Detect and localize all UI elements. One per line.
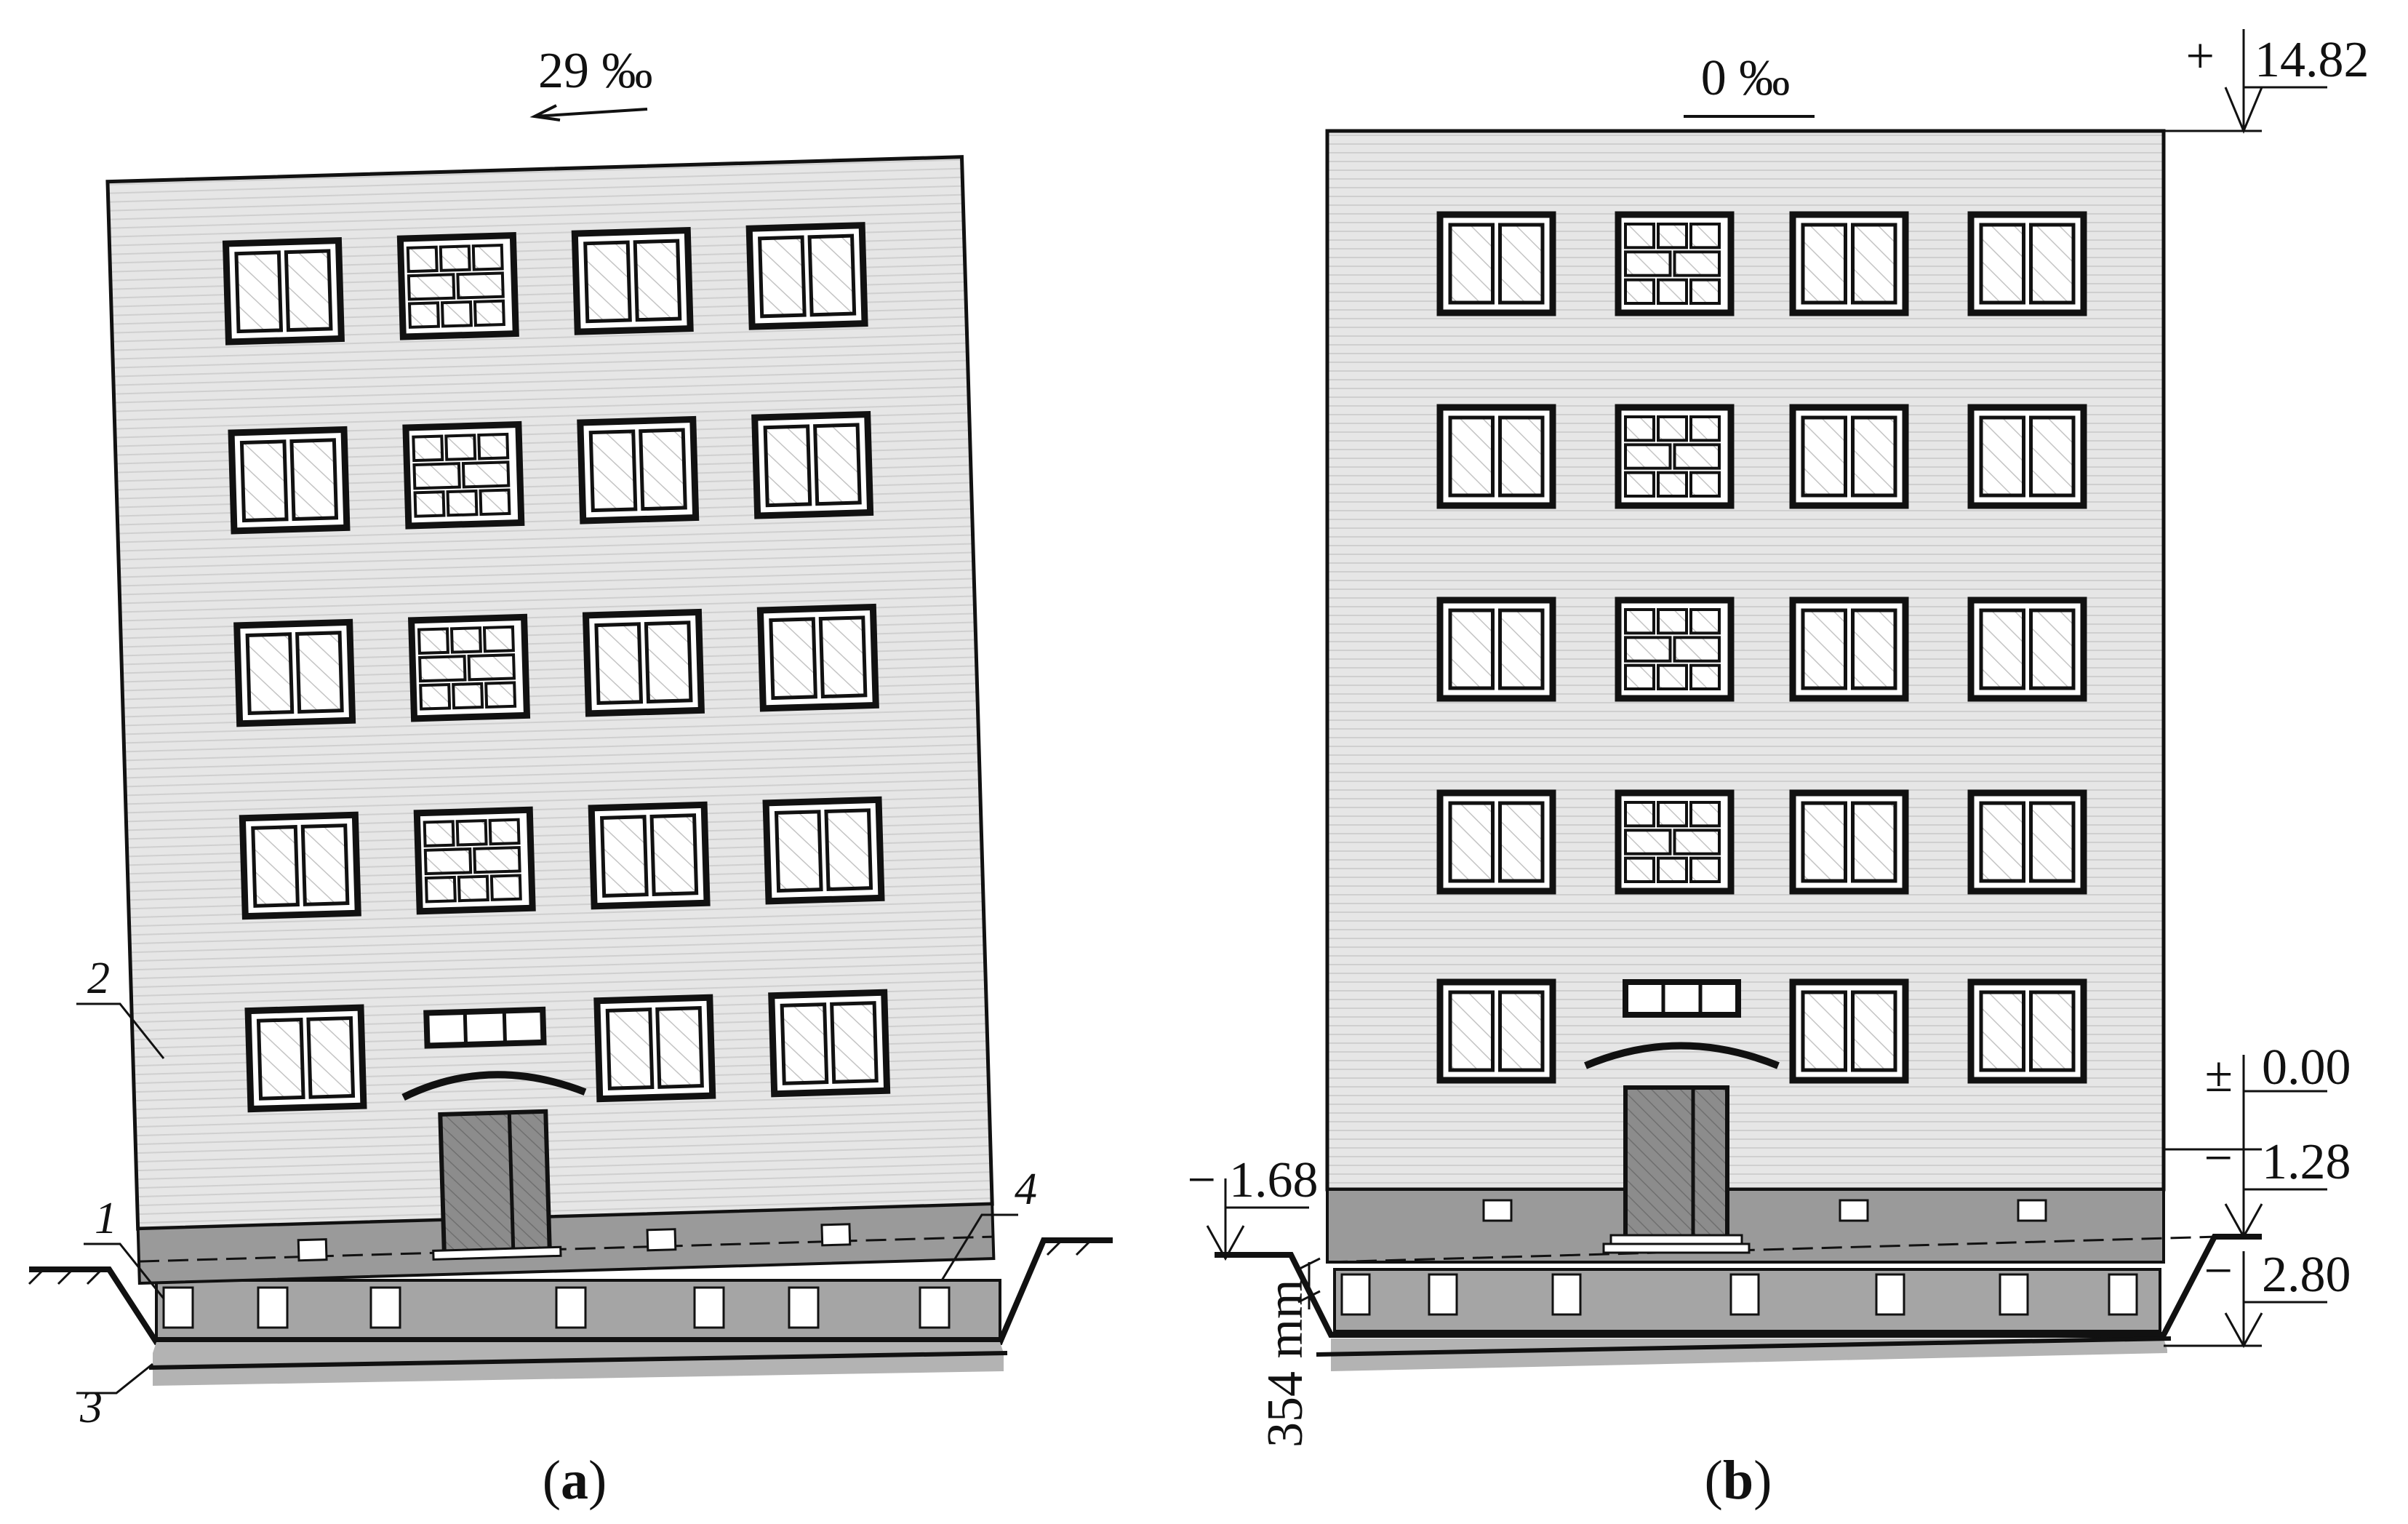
double-window — [768, 989, 891, 1098]
panel-b-windows — [1436, 211, 2087, 1084]
panel-a-caption: (a) — [543, 1450, 607, 1511]
glass-block-window — [1615, 404, 1735, 509]
double-window — [1436, 211, 1556, 316]
double-window — [1789, 404, 1909, 509]
double-window — [1789, 978, 1909, 1084]
double-window — [582, 608, 705, 717]
double-window — [571, 227, 694, 335]
panel-b-foundation — [1215, 1234, 2262, 1371]
glass-block-window — [407, 613, 531, 722]
gap-dimension-label: 354 mm — [1257, 1280, 1313, 1448]
double-window — [1967, 597, 2087, 702]
callout-1: 1 — [95, 1194, 117, 1243]
panel-b-door — [1602, 1085, 1751, 1254]
panel-a-slope-annotation: 29 ‰ — [529, 43, 653, 121]
elevation-zero-sign: ± — [2205, 1047, 2233, 1103]
glass-block-window — [396, 231, 519, 340]
double-window — [1967, 211, 2087, 316]
glass-block-window — [1615, 597, 1735, 702]
double-window — [1789, 789, 1909, 895]
panel-a-tilted-building: 29 ‰ 2 1 3 4 (a) — [28, 43, 1113, 1511]
callout-4: 4 — [1015, 1165, 1037, 1214]
double-window — [1967, 404, 2087, 509]
double-window — [756, 603, 879, 712]
panel-b-canopy — [1584, 1042, 1780, 1069]
double-window — [1789, 211, 1909, 316]
elevation-left-sign: − — [1188, 1152, 1216, 1208]
panel-a-door — [432, 1109, 562, 1261]
panel-a-canopy — [401, 1071, 587, 1101]
callout-3: 3 — [79, 1383, 103, 1432]
panel-b-slope-annotation: 0 ‰ — [1684, 50, 1815, 118]
elevation-top-label: 14.82 — [2255, 32, 2369, 88]
elevation-2-label: 2.80 — [2262, 1247, 2351, 1303]
double-window — [593, 994, 716, 1103]
glass-block-window — [413, 806, 536, 915]
callout-2: 2 — [87, 954, 110, 1003]
panel-b-transom — [1623, 979, 1741, 1018]
double-window — [751, 410, 874, 519]
panel-a-callouts — [76, 1002, 1018, 1395]
panel-a-plinth — [136, 1202, 996, 1285]
double-window — [577, 415, 700, 524]
double-window — [745, 222, 868, 330]
elevation-1-label: 1.28 — [2262, 1134, 2351, 1190]
double-window — [1967, 789, 2087, 895]
elevation-2-sign: − — [2204, 1243, 2233, 1299]
glass-block-window — [402, 420, 525, 530]
double-window — [244, 1004, 367, 1113]
double-window — [1436, 978, 1556, 1084]
double-window — [228, 426, 351, 535]
double-window — [222, 236, 345, 346]
double-window — [239, 811, 361, 920]
double-window — [762, 796, 885, 905]
double-window — [233, 618, 356, 727]
double-window — [1436, 597, 1556, 702]
glass-block-window — [1615, 211, 1735, 316]
panel-a-windows — [222, 222, 891, 1113]
double-window — [1967, 978, 2087, 1084]
panel-b-levelled-building: 0 ‰ — [1188, 28, 2369, 1511]
double-window — [1436, 789, 1556, 895]
panel-b-elevation-markers — [1206, 29, 2327, 1349]
panel-a-foundation — [28, 1237, 1113, 1386]
panel-a-slope-label: 29 ‰ — [538, 43, 653, 99]
double-window — [588, 801, 711, 910]
elevation-zero-label: 0.00 — [2262, 1040, 2351, 1096]
elevation-left-label: 1.68 — [1229, 1152, 1319, 1208]
panel-a-transom — [423, 1006, 547, 1049]
elevation-1-sign: − — [2204, 1130, 2233, 1186]
panel-b-caption: (b) — [1705, 1450, 1772, 1511]
elevation-top-sign: + — [2186, 28, 2215, 84]
panel-b-slope-label: 0 ‰ — [1701, 50, 1791, 106]
double-window — [1789, 597, 1909, 702]
glass-block-window — [1615, 789, 1735, 895]
double-window — [1436, 404, 1556, 509]
